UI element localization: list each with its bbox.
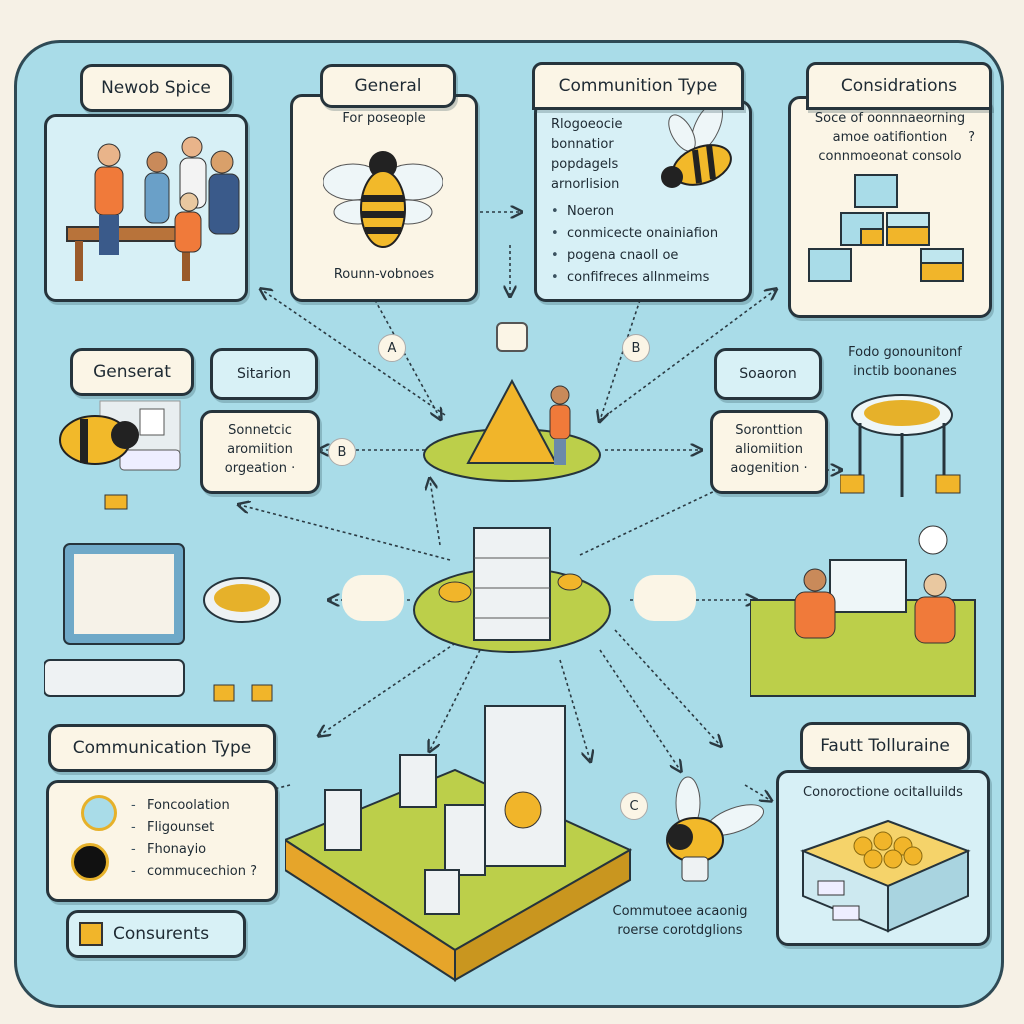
sitarion-tag: Sitarion: [210, 348, 318, 400]
bullet-item: conmicecte onainiafion: [551, 223, 718, 245]
communication-type-label: Communication Type: [48, 724, 276, 772]
communition-line: bonnatior: [551, 137, 614, 152]
communication-type-list: Foncoolation Fligounset Fhonayio commuce…: [131, 795, 257, 883]
left-cloud-connector: [342, 575, 404, 621]
fault-tolerance-card: Conoroctione ocitalluilds: [776, 770, 990, 946]
sitarion-card: Sonnetcic aromiition orgeation ·: [200, 410, 320, 494]
badge-c: C: [620, 792, 648, 820]
central-server-hub: [413, 527, 611, 653]
badge-a: A: [378, 334, 406, 362]
card-line: aogenition ·: [730, 461, 808, 476]
consurents-label: Consurents: [113, 924, 210, 944]
list-item: commucechion ?: [131, 861, 257, 883]
card-line: aliomiition: [735, 442, 803, 457]
bullet-item: Noeron: [551, 201, 718, 223]
soaoron-tag: Soaoron: [714, 348, 822, 400]
note-line: Fodo gonounitonf: [848, 345, 962, 360]
list-item: Fligounset: [131, 817, 257, 839]
robot-face-icon: [496, 322, 528, 352]
general-caption: Rounn-vobnoes: [333, 267, 435, 282]
general-card: For poseople Rounn-vobnoes: [290, 94, 478, 302]
communication-type-card: Foncoolation Fligounset Fhonayio commuce…: [46, 780, 278, 902]
caption-line: Commutoee acaonig: [612, 904, 748, 919]
badge-b-left: B: [328, 438, 356, 466]
light-circle-icon: [81, 795, 117, 831]
general-subtitle: For poseople: [342, 111, 426, 126]
bee-icon: [666, 776, 764, 882]
communition-line: arnorlision: [551, 177, 620, 192]
newob-label: Newob Spice: [80, 64, 232, 112]
isometric-server-platform: [285, 705, 633, 982]
caption-line: roerse corotdglions: [617, 923, 743, 938]
people-meeting-illustration: [44, 114, 248, 302]
list-item: Foncoolation: [131, 795, 257, 817]
genserat-label: Genserat: [70, 348, 194, 396]
honeycomb-pyramid-mound: [423, 378, 601, 482]
list-item: Fhonayio: [131, 839, 257, 861]
fault-card-text: Conoroctione ocitalluilds: [803, 785, 963, 800]
dark-circle-icon: [71, 843, 109, 881]
card-line: Soronttion: [735, 423, 803, 438]
considerations-label: Considrations: [806, 62, 992, 110]
bullet-item: confifreces allnmeims: [551, 267, 718, 289]
bullet-item: pogena cnaoll oe: [551, 245, 718, 267]
card-line: Sonnetcic: [228, 423, 292, 438]
communition-bullets: Noeron conmicecte onainiafion pogena cna…: [551, 201, 718, 289]
blocks-icon: [808, 174, 964, 282]
fodo-note: Fodo gonounitonf inctib boonanes: [830, 343, 980, 381]
considerations-line: Soce of oonnnaeorning: [814, 111, 966, 126]
note-line: inctib boonanes: [853, 364, 957, 379]
bee-at-desk-illustration: [59, 400, 181, 510]
people-group-icon: [66, 136, 240, 281]
considerations-card: Soce of oonnnaeorning amoe oatifiontion …: [788, 96, 992, 318]
people-at-computers-illustration: [750, 525, 976, 697]
communition-line: popdagels: [551, 157, 619, 172]
yellow-square-icon: [79, 922, 103, 946]
soaoron-card: Soronttion aliomiition aogenition ·: [710, 410, 828, 494]
fault-tolerance-label: Fautt Tolluraine: [800, 722, 970, 770]
honey-table-illustration: [840, 394, 961, 497]
honeycomb-hive-box-icon: [800, 819, 971, 933]
bee-caption: Commutoee acaonig roerse corotdglions: [600, 902, 760, 940]
communition-card: Rlogoeocie bonnatior popdagels arnorlisi…: [534, 100, 752, 302]
right-cloud-connector: [634, 575, 696, 621]
consurents-legend: Consurents: [66, 910, 246, 958]
considerations-line: amoe oatifiontion: [832, 130, 948, 145]
communition-label: Communition Type: [532, 62, 744, 110]
computer-workstation-illustration: [44, 543, 281, 702]
communition-line: Rlogoeocie: [551, 117, 623, 132]
general-label: General: [320, 64, 456, 108]
bee-icon: [661, 105, 732, 188]
considerations-line: connmoeonat consolo: [818, 149, 962, 164]
card-line: orgeation ·: [224, 461, 296, 476]
bee-icon: [323, 151, 443, 248]
badge-b: B: [622, 334, 650, 362]
considerations-mark: ?: [968, 130, 975, 145]
card-line: aromiition: [227, 442, 293, 457]
